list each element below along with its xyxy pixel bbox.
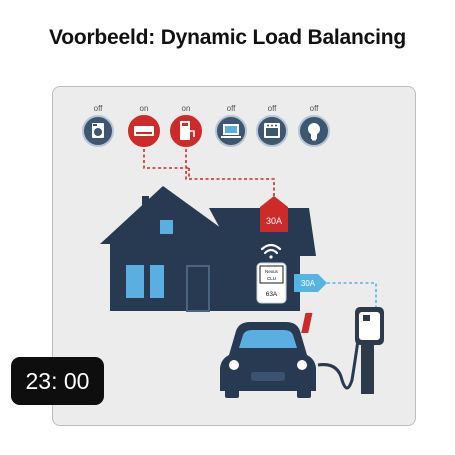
appliance-state-label: off [93, 104, 103, 113]
house-window [150, 265, 164, 298]
charger-wiring [327, 282, 377, 307]
ev-charger [301, 307, 384, 394]
appliance-state-label: off [309, 104, 319, 113]
charging-cable [317, 339, 360, 390]
wifi-icon [260, 243, 282, 259]
appliance-computer: off [211, 104, 251, 147]
appliance-light-bulb: off [294, 104, 334, 147]
house-door [186, 265, 210, 312]
clock-time-display: 23: 00 [11, 357, 104, 405]
computer-icon [221, 124, 241, 138]
appliance-state-label: off [226, 104, 236, 113]
water-heater-icon [180, 121, 195, 140]
appliance-wiring [143, 149, 275, 196]
appliance-state-label: on [181, 104, 191, 113]
meter-brand-label: Nexus [265, 269, 279, 274]
meter-current-label: 63A [266, 291, 278, 298]
appliance-state-label: off [267, 104, 277, 113]
appliance-oven: off [252, 104, 292, 147]
charger-limit-tag: 30A [294, 274, 327, 292]
air-conditioner-icon [134, 126, 154, 136]
appliance-state-label: on [139, 104, 149, 113]
meter-model-label: CLU [267, 276, 276, 281]
appliance-washing-machine: off [78, 104, 118, 147]
house-window [126, 265, 144, 298]
oven-icon [264, 123, 280, 138]
house-limit-label: 30A [266, 216, 282, 226]
charger-limit-label: 30A [301, 279, 316, 288]
page-title: Voorbeeld: Dynamic Load Balancing [48, 26, 407, 49]
appliance-water-heater: on [166, 104, 206, 147]
house-window [160, 220, 173, 234]
electric-car [220, 322, 316, 398]
light-bulb-icon [308, 123, 320, 141]
washing-machine-icon [92, 123, 104, 138]
appliance-air-conditioner: on [124, 104, 164, 147]
house-limit-tag: 30A [260, 196, 288, 232]
smart-meter: Nexus CLU 63A [256, 262, 287, 304]
